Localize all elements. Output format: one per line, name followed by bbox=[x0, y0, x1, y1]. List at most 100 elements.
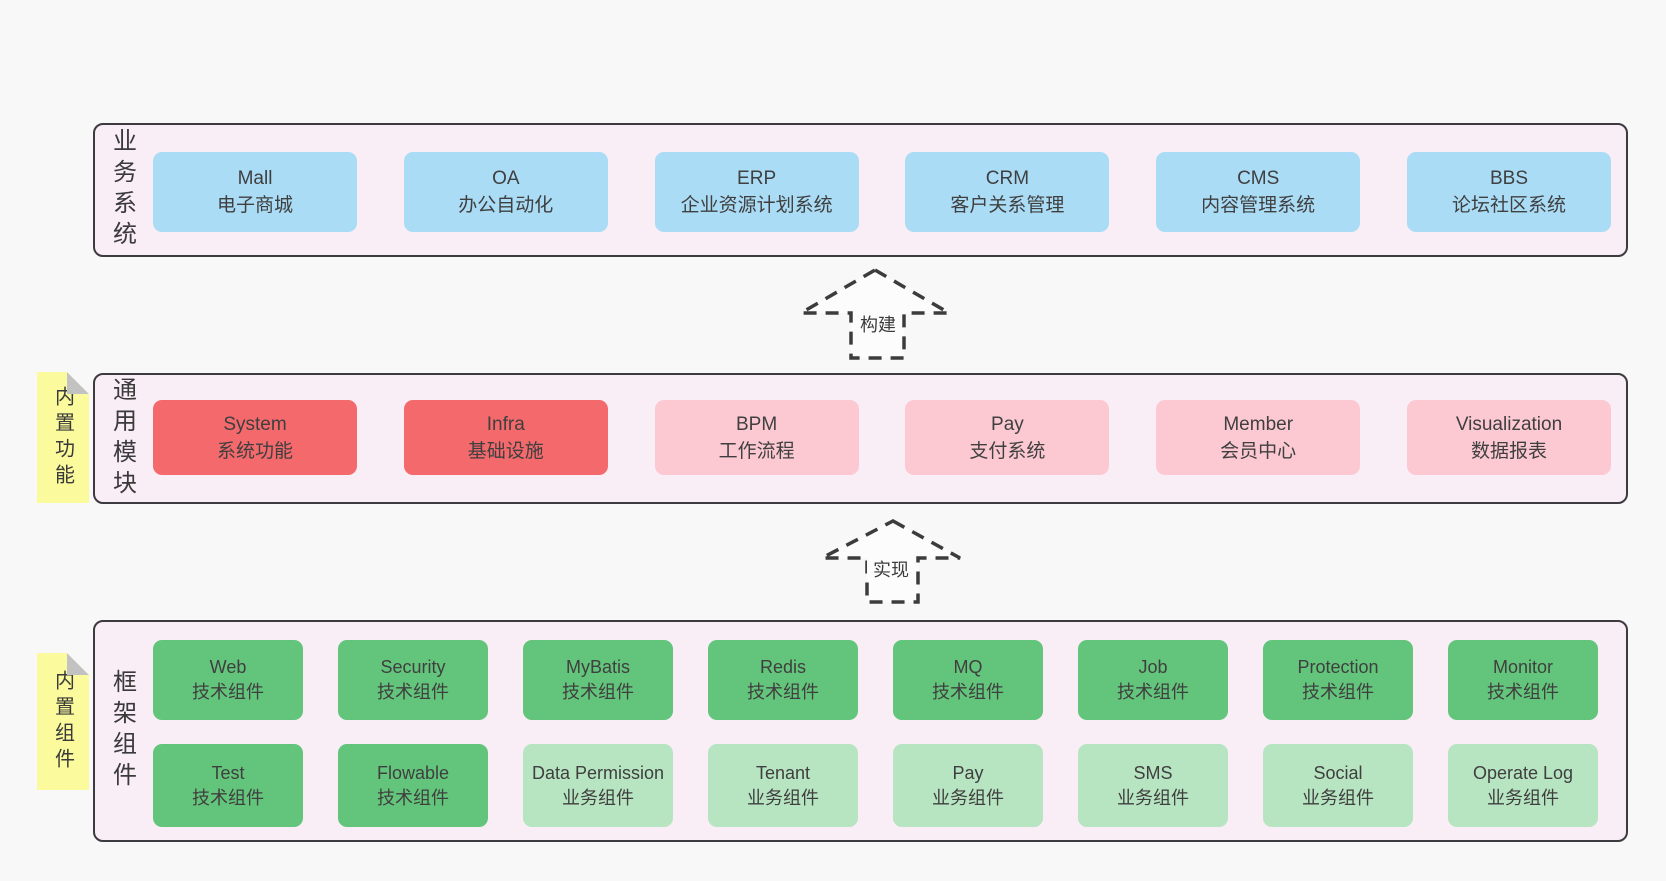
builtin-components-note: 内置组件 bbox=[37, 653, 89, 790]
box-subtitle: 基础设施 bbox=[467, 440, 544, 462]
box-title: Test bbox=[211, 762, 245, 783]
box-subtitle: 技术组件 bbox=[562, 682, 634, 702]
box-subtitle: 技术组件 bbox=[932, 682, 1004, 702]
box-subtitle: 技术组件 bbox=[1117, 682, 1189, 702]
box-subtitle: 系统功能 bbox=[216, 440, 293, 462]
box-title: MQ bbox=[953, 657, 983, 677]
box-subtitle: 技术组件 bbox=[377, 787, 449, 808]
box-subtitle: 客户关系管理 bbox=[950, 195, 1065, 216]
component-box-redis: Redis 技术组件 bbox=[708, 640, 858, 720]
box-title: Redis bbox=[759, 657, 807, 677]
note-text: 内置功能 bbox=[51, 385, 74, 490]
box-title: Job bbox=[1138, 657, 1168, 677]
box-title: Protection bbox=[1297, 657, 1379, 677]
box-subtitle: 支付系统 bbox=[969, 440, 1046, 462]
box-subtitle: 业务组件 bbox=[1487, 787, 1559, 808]
box-subtitle: 技术组件 bbox=[1487, 682, 1559, 702]
box-title: SMS bbox=[1133, 762, 1173, 783]
module-box-member: Member 会员中心 bbox=[1156, 400, 1361, 475]
box-subtitle: 业务组件 bbox=[562, 787, 634, 808]
box-title: OA bbox=[492, 168, 520, 189]
box-subtitle: 会员中心 bbox=[1220, 440, 1297, 462]
component-box-social: Social 业务组件 bbox=[1263, 744, 1413, 827]
box-title: Security bbox=[380, 657, 446, 677]
note-fold-corner bbox=[67, 372, 89, 394]
box-title: Data Permission bbox=[531, 762, 665, 783]
box-title: CMS bbox=[1237, 168, 1280, 189]
component-box-tenant: Tenant 业务组件 bbox=[708, 744, 858, 827]
business-box-row: Mall 电子商城 OA 办公自动化 ERP 企业资源计划系统 CRM 客户关系… bbox=[153, 152, 1611, 232]
component-box-security: Security 技术组件 bbox=[338, 640, 488, 720]
box-subtitle: 工作流程 bbox=[718, 440, 795, 462]
box-subtitle: 技术组件 bbox=[747, 682, 819, 702]
module-box-bpm: BPM 工作流程 bbox=[654, 400, 859, 475]
component-box-mybatis: MyBatis 技术组件 bbox=[523, 640, 673, 720]
box-subtitle: 办公自动化 bbox=[458, 195, 554, 216]
box-subtitle: 内容管理系统 bbox=[1201, 195, 1316, 216]
module-box-pay: Pay 支付系统 bbox=[905, 400, 1110, 475]
business-box-oa: OA 办公自动化 bbox=[403, 152, 608, 232]
box-title: Member bbox=[1223, 413, 1294, 435]
business-box-mall: Mall 电子商城 bbox=[153, 152, 357, 232]
business-box-cms: CMS 内容管理系统 bbox=[1156, 152, 1361, 232]
box-title: CRM bbox=[985, 168, 1030, 189]
note-fold-corner bbox=[67, 653, 89, 675]
box-title: MyBatis bbox=[565, 657, 630, 677]
box-subtitle: 业务组件 bbox=[1117, 787, 1189, 808]
box-title: ERP bbox=[737, 168, 777, 189]
business-box-erp: ERP 企业资源计划系统 bbox=[654, 152, 859, 232]
box-title: BBS bbox=[1489, 168, 1528, 189]
box-title: Tenant bbox=[755, 762, 811, 783]
box-title: Visualization bbox=[1455, 413, 1563, 435]
box-subtitle: 技术组件 bbox=[377, 682, 449, 702]
component-box-monitor: Monitor 技术组件 bbox=[1448, 640, 1598, 720]
component-box-sms: SMS 业务组件 bbox=[1078, 744, 1228, 827]
business-box-bbs: BBS 论坛社区系统 bbox=[1406, 152, 1611, 232]
component-box-protection: Protection 技术组件 bbox=[1263, 640, 1413, 720]
box-subtitle: 技术组件 bbox=[192, 682, 264, 702]
box-subtitle: 技术组件 bbox=[192, 787, 264, 808]
framework-components-layer: 框架组件 Web 技术组件 Security 技术组件 MyBatis 技术组件… bbox=[93, 620, 1628, 842]
business-layer-label: 业务系统 bbox=[108, 128, 136, 252]
box-title: Pay bbox=[991, 413, 1024, 435]
box-title: Infra bbox=[486, 413, 525, 435]
module-box-system: System 系统功能 bbox=[153, 400, 357, 475]
component-box-operate-log: Operate Log 业务组件 bbox=[1448, 744, 1598, 827]
box-title: Pay bbox=[952, 762, 984, 783]
modules-box-row: System 系统功能 Infra 基础设施 BPM 工作流程 Pay 支付系统… bbox=[153, 400, 1611, 475]
components-layer-label: 框架组件 bbox=[108, 669, 136, 793]
box-title: Mall bbox=[237, 168, 273, 189]
component-box-job: Job 技术组件 bbox=[1078, 640, 1228, 720]
component-box-pay: Pay 业务组件 bbox=[893, 744, 1043, 827]
box-subtitle: 企业资源计划系统 bbox=[680, 195, 833, 216]
implement-arrow-label: 实现 bbox=[867, 558, 915, 582]
component-box-data-permission: Data Permission 业务组件 bbox=[523, 744, 673, 827]
business-systems-layer: 业务系统 Mall 电子商城 OA 办公自动化 ERP 企业资源计划系统 CRM… bbox=[93, 123, 1628, 257]
box-title: System bbox=[223, 413, 287, 435]
components-box-row-1: Web 技术组件 Security 技术组件 MyBatis 技术组件 Redi… bbox=[153, 640, 1598, 720]
box-title: Social bbox=[1313, 762, 1363, 783]
module-box-visualization: Visualization 数据报表 bbox=[1406, 400, 1611, 475]
box-subtitle: 数据报表 bbox=[1470, 440, 1547, 462]
modules-layer-label: 通用模块 bbox=[108, 376, 136, 501]
module-box-infra: Infra 基础设施 bbox=[403, 400, 608, 475]
box-subtitle: 业务组件 bbox=[747, 787, 819, 808]
component-box-flowable: Flowable 技术组件 bbox=[338, 744, 488, 827]
box-subtitle: 论坛社区系统 bbox=[1451, 195, 1566, 216]
components-box-row-2: Test 技术组件 Flowable 技术组件 Data Permission … bbox=[153, 744, 1598, 827]
component-box-test: Test 技术组件 bbox=[153, 744, 303, 827]
note-text: 内置组件 bbox=[51, 669, 74, 774]
box-title: Operate Log bbox=[1472, 762, 1574, 783]
build-arrow-icon bbox=[798, 262, 958, 362]
box-subtitle: 技术组件 bbox=[1302, 682, 1374, 702]
build-arrow-label: 构建 bbox=[854, 313, 902, 337]
box-subtitle: 电子商城 bbox=[216, 195, 293, 216]
box-title: Monitor bbox=[1492, 657, 1554, 677]
component-box-mq: MQ 技术组件 bbox=[893, 640, 1043, 720]
common-modules-layer: 通用模块 System 系统功能 Infra 基础设施 BPM 工作流程 Pay… bbox=[93, 373, 1628, 504]
box-subtitle: 业务组件 bbox=[1302, 787, 1374, 808]
business-box-crm: CRM 客户关系管理 bbox=[905, 152, 1110, 232]
builtin-features-note: 内置功能 bbox=[37, 372, 89, 503]
box-title: BPM bbox=[736, 413, 778, 435]
box-title: Web bbox=[209, 657, 247, 677]
